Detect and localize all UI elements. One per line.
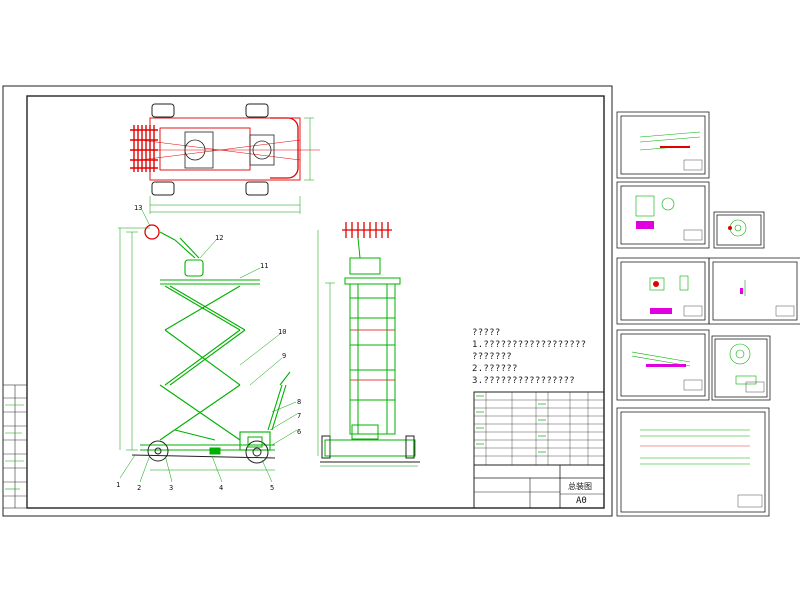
part-label-7: 7 [297, 412, 302, 420]
revision-strip [2, 384, 28, 509]
top-view [130, 103, 320, 214]
sheet-outer-border [2, 85, 613, 517]
part-label-1: 1 [116, 481, 121, 489]
part-label-2: 2 [137, 484, 142, 492]
part-label-12: 12 [215, 234, 224, 242]
drawing-name: 总装图 [568, 482, 592, 491]
notes-line-1: 1.?????????????????? [472, 340, 587, 350]
front-view [118, 209, 298, 483]
part-label-8: 8 [297, 398, 302, 406]
title-block [473, 391, 605, 509]
part-label-11: 11 [260, 262, 269, 270]
sheet-inner-border [26, 95, 605, 509]
part-label-5: 5 [270, 484, 275, 492]
notes-heading: ????? [472, 328, 501, 338]
part-label-4: 4 [219, 484, 224, 492]
part-label-10: 10 [278, 328, 287, 336]
notes-line-4: 3.???????????????? [472, 376, 575, 386]
notes-line-3: 2.?????? [472, 364, 518, 374]
sheet-size: A0 [576, 496, 587, 506]
part-label-13: 13 [134, 204, 143, 212]
part-label-6: 6 [297, 428, 302, 436]
part-label-9: 9 [282, 352, 287, 360]
notes-line-2: ??????? [472, 352, 513, 362]
detail-sheets [616, 111, 800, 517]
part-label-3: 3 [169, 484, 174, 492]
side-view [317, 222, 420, 467]
